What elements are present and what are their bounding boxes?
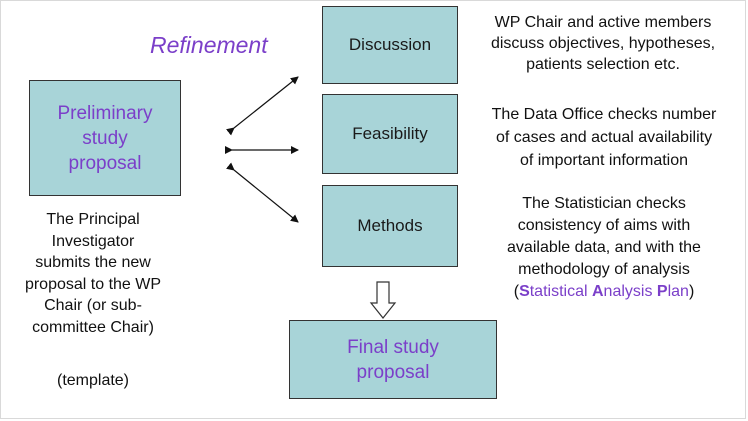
feasibility-box: Feasibility — [322, 94, 458, 174]
feasibility-label: Feasibility — [352, 124, 428, 143]
template-note: (template) — [56, 372, 130, 389]
methods-description: The Statistician checks consistency of a… — [462, 193, 746, 303]
refinement-title: Refinement — [150, 32, 268, 58]
final-proposal-box: Final study proposal — [289, 320, 497, 399]
preliminary-proposal-label: Preliminary study proposal — [57, 102, 153, 174]
arrow-to-methods — [226, 162, 299, 223]
discussion-label: Discussion — [348, 35, 432, 54]
arrow-to-discussion — [226, 76, 299, 136]
statistical-analysis-plan: (Statistical Analysis Plan) — [513, 283, 695, 300]
down-arrow-to-final — [369, 281, 397, 319]
methods-label: Methods — [357, 216, 423, 235]
final-proposal-label: Final study proposal — [347, 336, 439, 383]
discussion-description: WP Chair and active members discuss obje… — [490, 14, 716, 73]
preliminary-proposal-box: Preliminary study proposal — [29, 80, 181, 196]
methods-box: Methods — [322, 185, 458, 267]
feasibility-description: The Data Office checks number of cases a… — [491, 106, 717, 169]
discussion-box: Discussion — [322, 6, 458, 84]
pi-submission-note: The Principal Investigator submits the n… — [24, 211, 162, 336]
